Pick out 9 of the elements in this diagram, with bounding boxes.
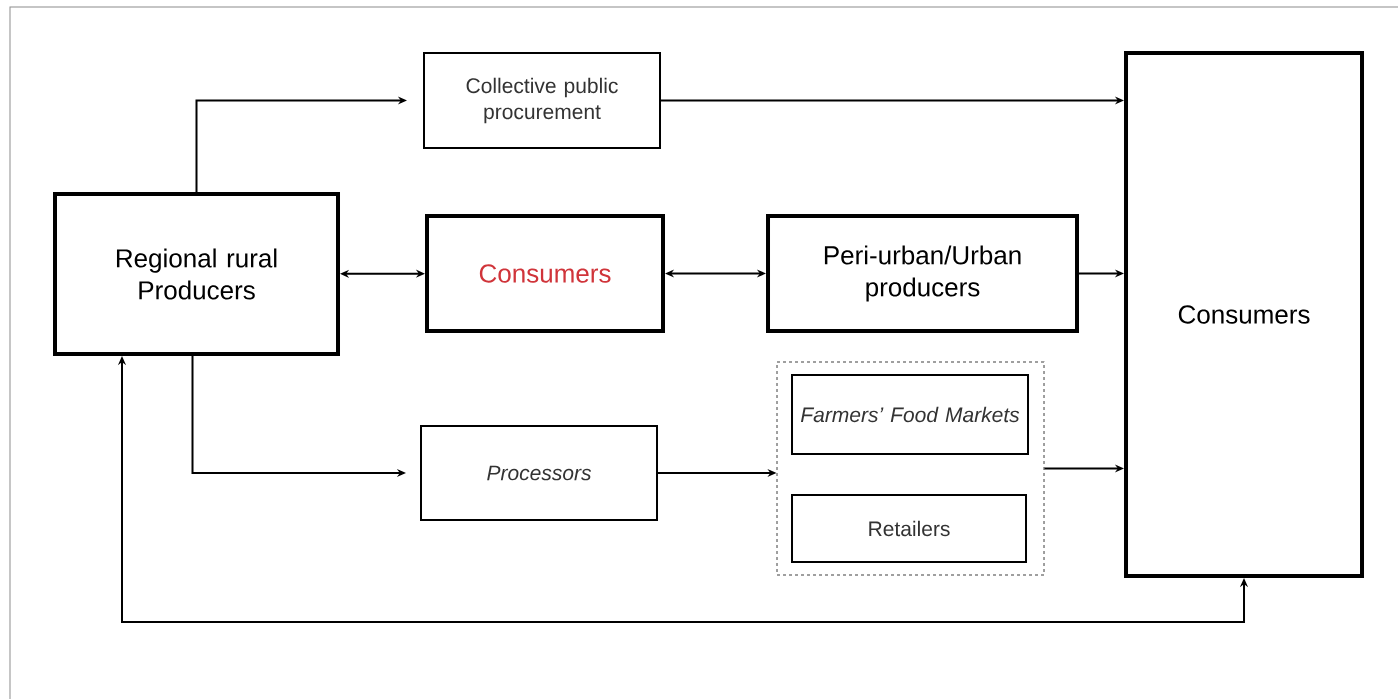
process-box: Consumers xyxy=(425,214,665,333)
process-box: Farmers’ Food Markets xyxy=(791,374,1029,455)
process-box: Regional rural Producers xyxy=(53,192,340,356)
process-box: Consumers xyxy=(1124,51,1364,578)
process-box: Retailers xyxy=(791,494,1027,563)
group-box xyxy=(776,361,1045,576)
process-box: Peri-urban/Urban producers xyxy=(766,214,1079,333)
process-box: Collective public procurement xyxy=(423,52,661,149)
process-box: Processors xyxy=(420,425,658,521)
